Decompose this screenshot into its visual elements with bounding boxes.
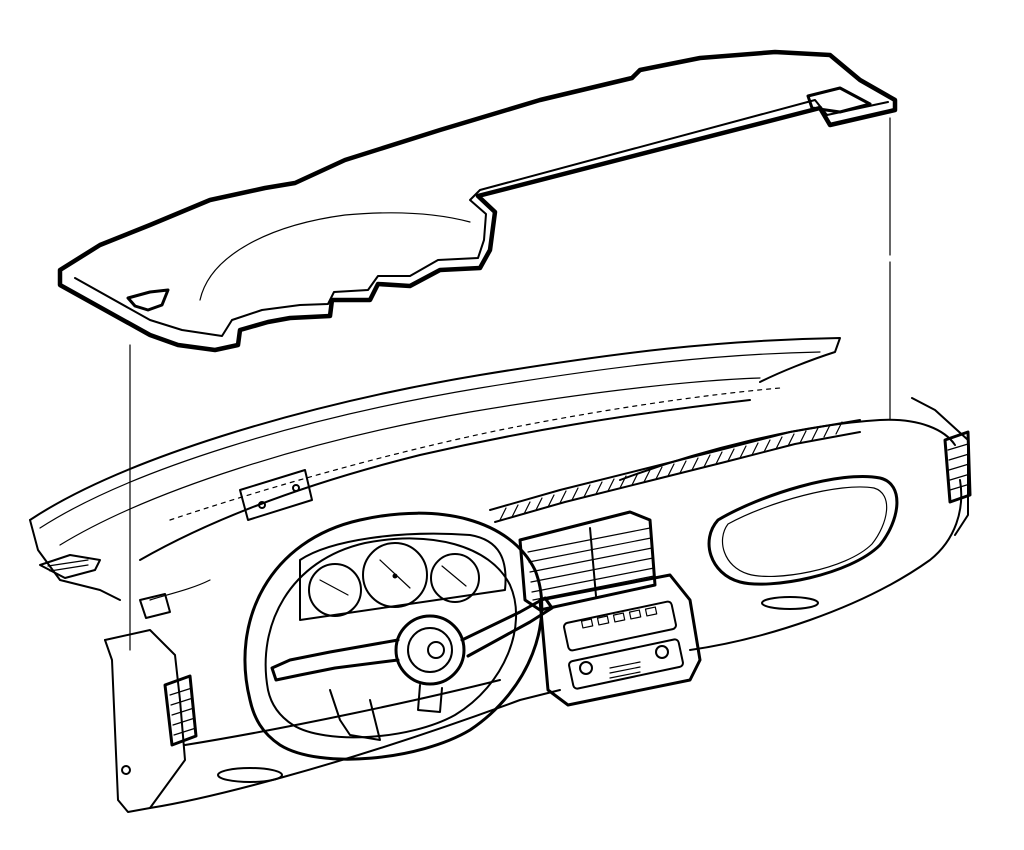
panel-right-body (689, 479, 963, 651)
grille-top (489, 419, 861, 511)
speedometer-gauge (362, 542, 428, 608)
glove-box (707, 474, 899, 586)
panel-bracket-left (239, 469, 313, 521)
center-air-vent (518, 510, 657, 612)
bracket-bolt (292, 484, 300, 492)
cluster-bezel (299, 532, 507, 621)
dash-pad-cover (57, 49, 898, 353)
steering-wheel-hub (394, 614, 466, 686)
wire-harness (149, 579, 211, 601)
panel-top-edge (29, 337, 841, 521)
dash-pad-cover-clip-tab (126, 288, 170, 312)
panel-lower-body (149, 689, 561, 809)
glove-box-door-inner (721, 486, 888, 577)
dash-pad-cover-outline (57, 49, 898, 353)
steering-wheel (243, 511, 554, 761)
instrument-hood-arc (199, 212, 471, 301)
tachometer-gauge (308, 563, 362, 617)
panel-left-end (29, 519, 121, 601)
left-corner-details (39, 554, 211, 619)
clockspring-coil (407, 627, 453, 673)
end-panel-fastener (121, 765, 131, 775)
center-vent-louvers (527, 527, 655, 601)
steering-wheel-rim-inner (264, 537, 518, 739)
left-tweeter-grille (39, 554, 101, 579)
right-vent-louvers (947, 443, 971, 491)
turn-signal-stalk (270, 638, 400, 682)
dash-pad-cover-inner-edge (74, 99, 889, 337)
panel-lower-slot-left (217, 767, 283, 783)
panel-dotted-ridge (169, 387, 781, 521)
hinge-clip (139, 593, 171, 619)
center-stack-bezel (538, 573, 702, 707)
right-vent-housing (943, 430, 972, 504)
left-end-panel (104, 629, 186, 809)
panel-front-face (184, 679, 501, 746)
climate-control-panel (568, 638, 684, 690)
steering-column-shaft (427, 641, 445, 659)
left-vent-louvers (169, 687, 197, 736)
panel-defroster-edge (59, 377, 761, 546)
climate-knobs (579, 645, 669, 679)
column-lower-shroud (329, 689, 381, 741)
panel-top-edge-inner (39, 351, 821, 529)
panel-lower-slot-right (761, 596, 819, 610)
alignment-guide-lines (129, 117, 891, 651)
wiper-stalk (460, 596, 554, 658)
tweeter-slots (47, 559, 89, 572)
left-vent-housing (163, 674, 198, 747)
bracket-bolt (258, 501, 266, 509)
panel-left-side (104, 639, 151, 813)
gauge-needles (319, 559, 467, 596)
column-lock-housing (417, 684, 443, 713)
grille-bottom (494, 431, 861, 523)
panel-hood-lip (139, 399, 751, 561)
side-air-vent-left (104, 629, 198, 809)
glove-box-door (707, 474, 899, 586)
center-vent-divider (589, 527, 597, 597)
grille-slats (499, 421, 843, 521)
dash-pad-cover-right-tab (806, 86, 872, 114)
radio-head-unit (563, 600, 677, 652)
instrument-cluster (299, 532, 507, 621)
center-vent-housing (518, 510, 657, 612)
radio-buttons (580, 606, 658, 629)
defroster-grille (489, 419, 861, 523)
radio-controls (538, 573, 702, 707)
instrument-panel (29, 337, 969, 813)
fuel-gauge (430, 553, 480, 603)
side-air-vent-right (943, 430, 972, 504)
